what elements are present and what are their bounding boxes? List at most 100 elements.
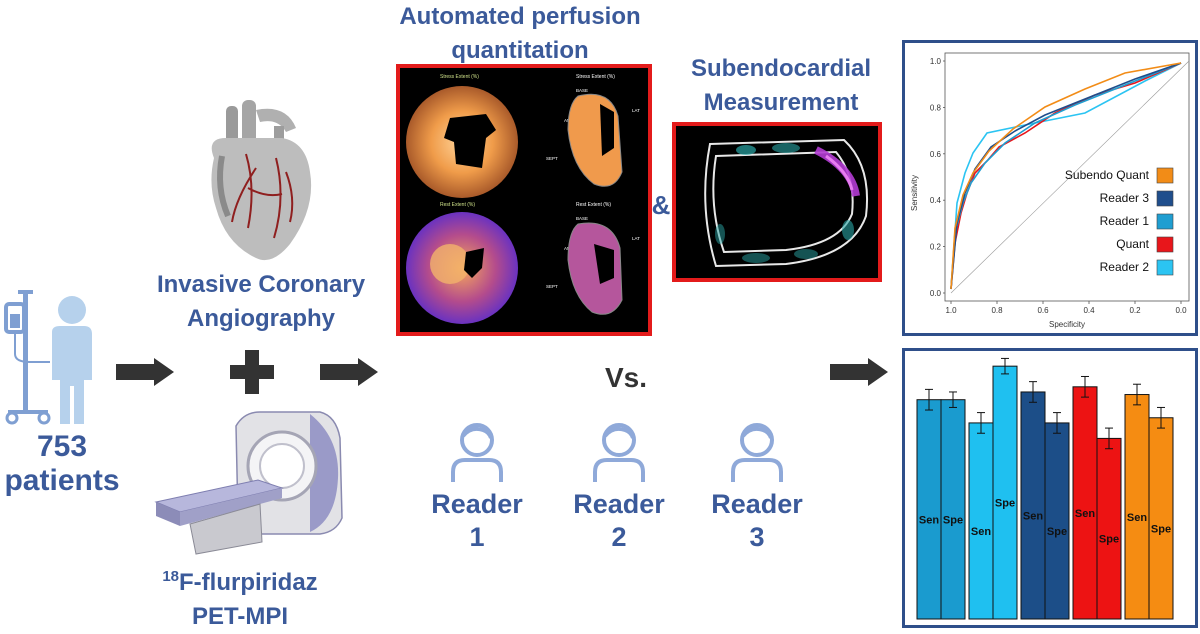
pet-scanner-icon bbox=[154, 411, 343, 555]
stress-sept-label: SEPT bbox=[546, 156, 558, 161]
rest-center bbox=[430, 244, 470, 284]
pet-line1: 18F-flurpiridaz bbox=[120, 560, 360, 600]
roc-legend-label: Reader 1 bbox=[1100, 214, 1150, 228]
bar bbox=[1072, 386, 1098, 620]
arrow-icon bbox=[116, 358, 174, 386]
rest-sept-label: SEPT bbox=[546, 284, 558, 289]
pet-title: 18F-flurpiridaz PET-MPI bbox=[120, 560, 360, 634]
bar bbox=[940, 399, 966, 620]
stress-label: Stress Extent (%) bbox=[440, 74, 479, 80]
patient-label: patients bbox=[4, 464, 120, 497]
vs-label: Vs. bbox=[604, 362, 648, 393]
bar-label: Spe bbox=[995, 498, 1015, 510]
rest-side-defect bbox=[594, 244, 614, 284]
roc-y-tick: 0.4 bbox=[930, 196, 942, 205]
roc-legend-swatch bbox=[1156, 167, 1174, 184]
bar bbox=[968, 422, 994, 620]
perfusion-line1: Automated perfusion bbox=[399, 3, 641, 30]
subendo-contour bbox=[704, 138, 869, 268]
subendo-image-panel bbox=[672, 122, 882, 282]
roc-y-tick: 0.0 bbox=[930, 289, 942, 298]
reader-word: Reader bbox=[711, 489, 803, 519]
roc-legend-label: Subendo Quant bbox=[1065, 168, 1150, 182]
bar-label: Sen bbox=[971, 526, 991, 538]
bar-label: Sen bbox=[919, 514, 939, 526]
roc-y-tick: 0.6 bbox=[930, 150, 942, 159]
roc-legend-swatch bbox=[1156, 259, 1174, 276]
roc-legend-label: Reader 2 bbox=[1100, 260, 1150, 274]
stress-side-label: Stress Extent (%) bbox=[576, 74, 615, 80]
roc-curve-subendo bbox=[950, 62, 1182, 290]
subendo-title: Subendocardial Measurement bbox=[670, 52, 892, 120]
roc-xlabel: Specificity bbox=[1049, 320, 1085, 329]
roc-y-tick: 0.8 bbox=[930, 103, 942, 112]
angiography-line1: Invasive Coronary bbox=[156, 271, 366, 298]
rest-side-label: Rest Extent (%) bbox=[576, 202, 611, 208]
roc-chart: 0.0 0.2 0.4 0.6 0.8 1.0 1.0 0.8 0.6 0.4 0.2 0.0 Su… bbox=[910, 52, 1190, 329]
bar-label: Spe bbox=[943, 514, 963, 526]
reader-3: Reader 3 bbox=[702, 420, 812, 554]
rest-lat-label: LAT bbox=[632, 236, 640, 241]
reader-number: 3 bbox=[749, 522, 765, 552]
reader-1: Reader 1 bbox=[422, 420, 532, 554]
perfusion-line2: quantitation bbox=[451, 37, 589, 64]
arrow-icon bbox=[320, 358, 378, 386]
roc-legend-label: Reader 3 bbox=[1100, 191, 1150, 205]
bar bbox=[1148, 417, 1174, 620]
reader-2: Reader 2 bbox=[564, 420, 674, 554]
tracer-name: F-flurpiridaz bbox=[179, 569, 318, 596]
reader-icon bbox=[731, 423, 783, 482]
reader-icon bbox=[451, 423, 503, 482]
roc-legend-label: Quant bbox=[1116, 237, 1149, 251]
perfusion-title: Automated perfusion quantitation bbox=[370, 0, 670, 68]
heart-icon bbox=[211, 100, 312, 261]
roc-panel: 0.0 0.2 0.4 0.6 0.8 1.0 1.0 0.8 0.6 0.4 0.2 0.0 Su… bbox=[902, 40, 1198, 336]
roc-y-tick: 1.0 bbox=[930, 57, 942, 66]
roc-y-tick: 0.2 bbox=[930, 243, 942, 252]
bar-label: Sen bbox=[1023, 510, 1043, 522]
rest-side-view bbox=[567, 222, 623, 315]
stress-lat-label: LAT bbox=[632, 108, 640, 113]
roc-x-tick: 0.6 bbox=[1037, 306, 1049, 315]
reader-word: Reader bbox=[573, 489, 665, 519]
reader-number: 2 bbox=[611, 522, 627, 552]
roc-legend-swatch bbox=[1156, 190, 1174, 207]
bar-label: Sen bbox=[1075, 508, 1095, 520]
bar-label: Spe bbox=[1151, 523, 1171, 535]
stress-defect bbox=[444, 114, 496, 168]
bar bbox=[1124, 394, 1150, 620]
subendo-line2: Measurement bbox=[703, 89, 859, 116]
perfusion-image-panel: Stress Extent (%) Rest Extent (%) Stress… bbox=[396, 64, 652, 336]
polar-maps: Stress Extent (%) Rest Extent (%) Stress… bbox=[406, 74, 640, 324]
roc-x-tick: 0.0 bbox=[1175, 306, 1187, 315]
rest-label: Rest Extent (%) bbox=[440, 202, 475, 208]
roc-y-ticks: 0.0 0.2 0.4 0.6 0.8 1.0 bbox=[930, 57, 945, 298]
bar-label: Spe bbox=[1099, 534, 1119, 546]
bar-label: Sen bbox=[1127, 512, 1147, 524]
roc-legend-swatch bbox=[1156, 213, 1174, 230]
pet-line2: PET-MPI bbox=[191, 603, 288, 630]
reader-number: 1 bbox=[469, 522, 485, 552]
roc-curve-reader2 bbox=[950, 62, 1182, 290]
roc-x-tick: 1.0 bbox=[945, 306, 957, 315]
roc-legend-swatch bbox=[1156, 236, 1174, 253]
bar-label: Spe bbox=[1047, 526, 1067, 538]
reader-word: Reader bbox=[431, 489, 523, 519]
patient-count: 753 bbox=[36, 430, 88, 463]
ampersand: & bbox=[651, 190, 671, 220]
rest-defect bbox=[464, 248, 484, 278]
isotope-superscript: 18 bbox=[162, 568, 180, 585]
patient-icon bbox=[4, 290, 92, 425]
angiography-title: Invasive Coronary Angiography bbox=[126, 268, 396, 336]
stress-base-label: BASE bbox=[576, 88, 588, 93]
roc-x-tick: 0.4 bbox=[1083, 306, 1095, 315]
subendo-line1: Subendocardial bbox=[690, 55, 872, 82]
roc-ylabel: Sensitivity bbox=[910, 175, 919, 211]
arrow-icon bbox=[830, 358, 888, 386]
stress-side-defect bbox=[600, 104, 614, 156]
bar bbox=[916, 399, 942, 620]
